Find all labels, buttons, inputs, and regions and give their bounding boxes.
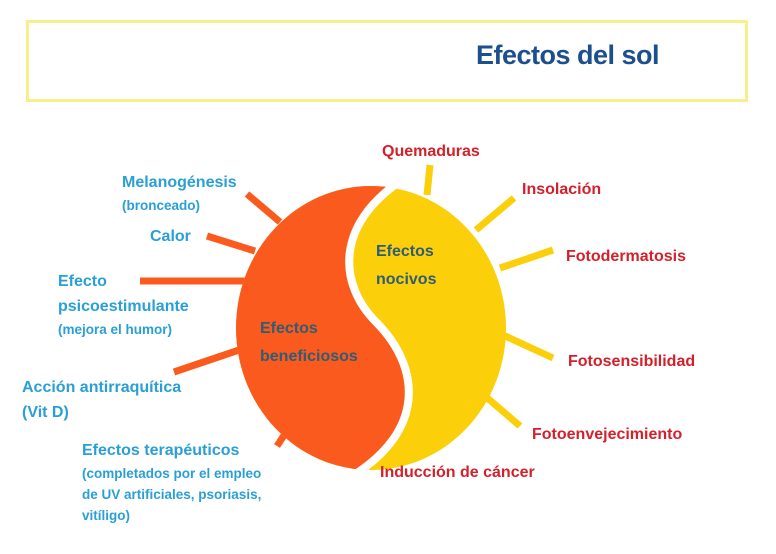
effect-calor: Calor bbox=[150, 228, 191, 245]
beneficial-center-label: Efectos beneficiosos bbox=[260, 315, 358, 371]
ray-fotosensibilidad bbox=[501, 331, 555, 362]
effect-terapeuticos: Efectos terapéuticos (completados por el… bbox=[82, 439, 261, 527]
effect-quemaduras: Quemaduras bbox=[382, 143, 480, 160]
harmful-center-label: Efectos nocivos bbox=[376, 238, 436, 294]
effect-antirraquitica: Acción antirraquítica (Vit D) bbox=[22, 376, 181, 426]
effect-label: psicoestimulante bbox=[58, 297, 189, 315]
effect-note: de UV artificiales, psoriasis, bbox=[82, 486, 262, 502]
page-title: Efectos del sol bbox=[476, 40, 660, 70]
effect-label: Efecto bbox=[58, 273, 107, 290]
effect-induccion-cancer: Inducción de cáncer bbox=[380, 464, 535, 481]
effect-label: Acción antirraquítica bbox=[22, 379, 182, 396]
effect-psicoestimulante: Efecto psicoestimulante (mejora el humor… bbox=[58, 270, 189, 341]
ray-fotodermatosis bbox=[498, 246, 555, 272]
beneficial-half bbox=[236, 186, 405, 470]
ray-quemaduras bbox=[423, 164, 434, 196]
harmful-label-line1: Efectos bbox=[376, 243, 434, 260]
effect-label: Efectos terapéuticos bbox=[82, 442, 240, 459]
ray-calor bbox=[205, 232, 257, 255]
ray-insolacion bbox=[473, 195, 517, 233]
effect-label: Melanogénesis bbox=[122, 174, 237, 191]
beneficial-label-line2: beneficiosos bbox=[260, 348, 358, 365]
title-box bbox=[26, 20, 748, 102]
effect-fotodermatosis: Fotodermatosis bbox=[566, 248, 687, 265]
effect-melanogenesis: Melanogénesis (bronceado) bbox=[122, 171, 237, 217]
effect-note: (bronceado) bbox=[122, 197, 201, 213]
harmful-label-line2: nocivos bbox=[376, 271, 437, 288]
ray-melanogenesis bbox=[244, 191, 283, 225]
effect-insolacion: Insolación bbox=[522, 181, 602, 198]
effect-note: (completados por el empleo bbox=[82, 465, 262, 481]
s-divider bbox=[345, 176, 413, 482]
effect-note: (mejora el humor) bbox=[58, 321, 173, 337]
effect-fotoenvejecimiento: Fotoenvejecimiento bbox=[532, 426, 683, 443]
effect-label: (Vit D) bbox=[22, 403, 69, 421]
effect-fotosensibilidad: Fotosensibilidad bbox=[568, 353, 696, 370]
beneficial-label-line1: Efectos bbox=[260, 320, 318, 337]
ray-accion-antirraquitica bbox=[172, 344, 247, 376]
effect-note: vitíligo) bbox=[82, 507, 130, 523]
